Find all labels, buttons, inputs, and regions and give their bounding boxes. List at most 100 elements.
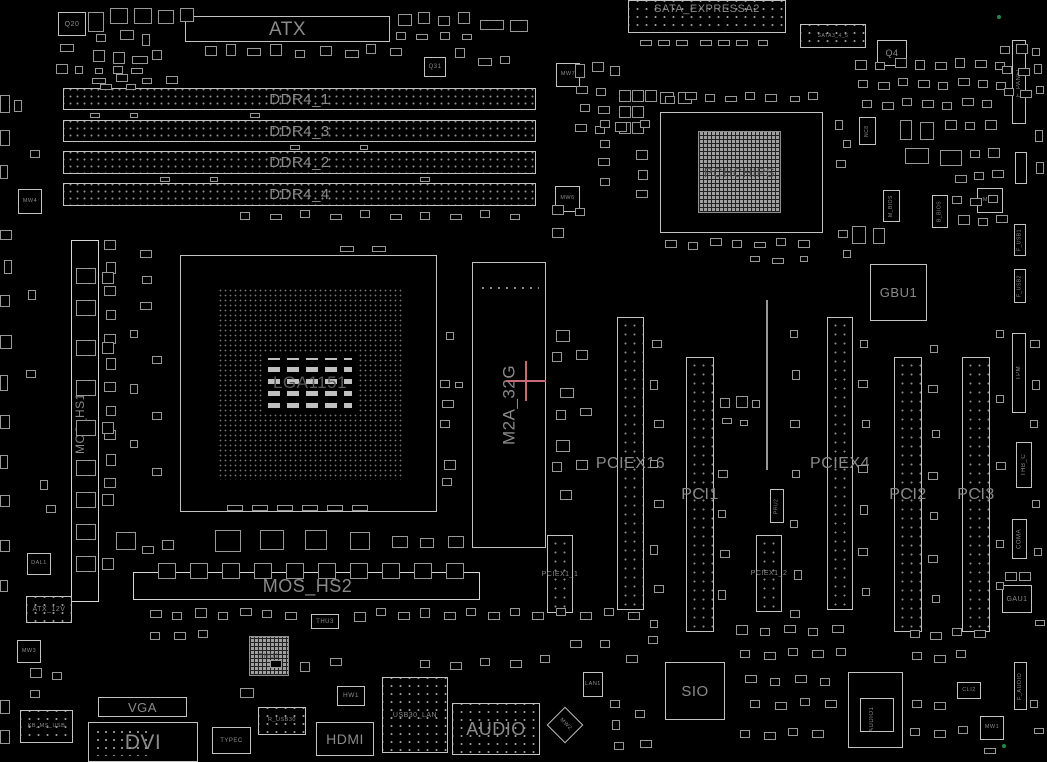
m-bios-chip[interactable]: M_BIOS [883,190,900,222]
hw1[interactable]: HW1 [337,686,365,706]
f-audio-header[interactable]: F_AUDIO [1014,662,1027,710]
atx-connector[interactable]: ATX [185,16,390,42]
pciex1-2-slot[interactable]: PCIEX1_2 [751,535,787,612]
component-outline [996,330,1004,338]
m2a-32g-slot[interactable]: M2A_32G [472,262,546,548]
component-outline [26,370,36,378]
right-edge-header[interactable] [1015,152,1027,184]
component-outline [745,92,755,100]
component-outline [556,330,570,342]
dal1-label: DAL1 [31,560,47,567]
component-outline [240,212,250,220]
nc8[interactable]: NC8 [859,117,876,145]
f-panel-header[interactable]: F_PANEL [1012,40,1026,124]
b-bios-chip[interactable]: B_BIOS [932,195,948,228]
audio1-chip[interactable] [860,698,894,732]
dal1[interactable]: DAL1 [27,553,51,575]
thu1-chip[interactable]: THU1 [249,636,289,676]
f-usb2-header[interactable]: F_USB2 [1014,269,1026,303]
component-outline [56,64,68,74]
r-usb30-header[interactable]: R_USB30 [258,707,306,735]
component-outline [665,96,675,104]
atx-12v-connector[interactable]: ATX_12V [26,596,72,623]
thu3[interactable]: THU3 [311,614,339,629]
tpm-header[interactable]: TPM [1012,333,1026,413]
coma-header[interactable]: COMA [1012,519,1027,559]
component-outline [750,256,760,262]
component-outline [126,84,136,90]
q20[interactable]: Q20 [58,12,86,36]
pciex4-slot-label: PCIEX4 [810,454,870,472]
pci2-slot[interactable]: PCI2 [889,357,926,632]
audio-connector[interactable]: AUDIO [452,703,540,755]
sio-chip[interactable]: SIO [665,662,725,720]
ddr4-slot-4[interactable]: DDR4_4 [63,183,536,206]
pch-chip[interactable]: PCHCHIPS [698,131,781,213]
component-outline [0,700,10,714]
component-outline [628,612,640,620]
component-outline [552,205,564,215]
ddr4-slot-1[interactable]: DDR4_1 [63,88,536,110]
pciex4-slot[interactable]: PCIEX4 [810,317,870,610]
component-outline [556,410,566,420]
component-outline [240,688,254,698]
component-outline [448,536,464,548]
component-outline [76,380,96,396]
component-outline [654,500,664,508]
component-outline [1030,700,1038,708]
mw1[interactable]: MW1 [980,716,1004,740]
lan1-chip[interactable]: LAN1 [583,672,603,697]
component-outline [898,78,908,86]
component-outline [247,48,261,56]
component-outline [604,608,614,616]
component-outline [442,400,454,408]
thb-c-header[interactable]: THB_C [1016,442,1032,488]
component-outline [580,612,592,620]
component-outline [478,58,492,66]
component-outline [984,748,996,754]
component-outline [131,68,143,74]
mw2[interactable]: MW2 [546,706,584,744]
component-outline [938,82,948,90]
pciex1-1-slot[interactable]: PCIEX1_1 [542,535,578,613]
mw3[interactable]: MW3 [17,640,41,663]
typec-connector[interactable]: TYPEC [212,727,251,754]
component-outline [215,530,241,552]
cli2[interactable]: CLI2 [957,682,981,699]
gbu1-chip[interactable]: GBU1 [870,264,927,321]
mw4[interactable]: MW4 [18,189,42,214]
kb-ms-usb-connector[interactable]: KB_MS_USB [20,710,73,743]
component-outline [575,208,585,216]
pci1-slot[interactable]: PCI1 [681,357,718,632]
component-outline [46,505,56,513]
component-outline [262,610,272,618]
component-outline [718,470,728,478]
pci3-slot[interactable]: PCI3 [957,357,994,632]
component-outline [790,520,798,528]
component-outline [376,608,386,616]
ddr4-slot-3[interactable]: DDR4_3 [63,120,536,142]
q31[interactable]: Q31 [424,57,446,77]
f-usb1-header[interactable]: F_USB1 [1014,224,1026,256]
usb30-lan-connector[interactable]: USB30_LAN [382,677,448,753]
component-outline [922,100,934,108]
component-outline [1035,130,1043,142]
sata-expressa2-connector[interactable]: SATA_EXPRESSA2 [628,0,786,33]
cpu-socket-label: LGA1151 [255,372,365,392]
component-outline [935,62,947,70]
component-outline [792,370,800,380]
pciex16-slot[interactable]: PCIEX16 [596,317,665,610]
component-outline [843,250,851,258]
component-outline [873,228,885,244]
component-outline [910,630,920,638]
atx-12v-connector-label: ATX_12V [32,606,66,613]
gau1-chip[interactable]: GAU1 [1002,585,1032,613]
pru2-connector[interactable]: PRU2 [770,489,784,523]
sata3-4-5-connector[interactable]: SATA3_4_5 [800,24,866,48]
vga-connector[interactable]: VGA [98,697,187,717]
component-outline [462,34,472,40]
ddr4-slot-2[interactable]: DDR4_2 [63,151,536,174]
hdmi-connector[interactable]: HDMI [316,722,374,756]
component-outline [510,660,522,668]
cli2-label: CLI2 [962,686,976,693]
